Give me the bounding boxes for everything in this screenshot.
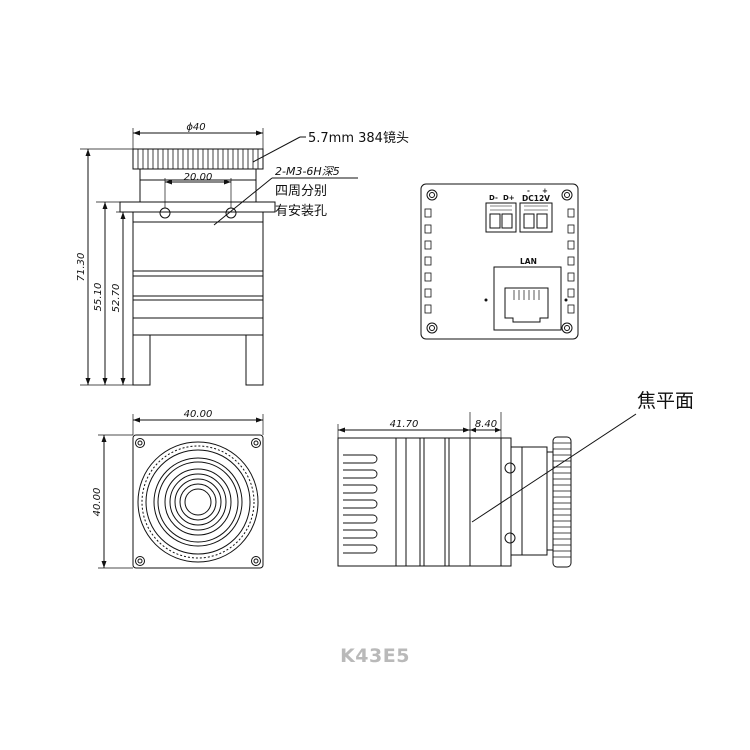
terminal-detail [524,205,548,211]
side-mount-hole [504,462,516,474]
pin-label-d-plus: D+ [503,194,515,202]
data-terminal-block [485,202,517,233]
dim-front-height: 40.00 [92,488,103,517]
hole-note-line1: 四周分别 [275,184,327,199]
dim-arrows [165,179,231,185]
leader-line-lens [252,136,301,163]
side-fins-right [567,208,575,314]
top-flange [119,201,276,213]
terminal-slot [536,213,548,229]
side-mount-hole [504,532,516,544]
lens-ring [169,473,227,531]
panel-hole-right [564,298,568,302]
dim-total-height: 71.30 [76,253,87,282]
housing-leg-left [132,334,151,386]
mount-hole-left [159,207,171,219]
mount-hole-right [225,207,237,219]
lan-port-housing [493,266,562,331]
terminal-slot [501,213,513,229]
lens-glass [184,488,212,516]
side-lens-barrel [510,446,548,556]
rj45-contacts [513,290,540,300]
leader-line-thread [213,177,273,226]
rear-panel-view: D- D+ - + DC12V LAN [420,183,579,340]
rear-fin-block [337,437,397,567]
leader-line-focal-plane [471,413,637,523]
pin-label-d-minus: D- [489,194,498,202]
lens-knurl-teeth [141,445,255,559]
side-knurl-ring [552,436,572,568]
lens-ring [174,478,222,526]
dim-body-height: 55.10 [93,283,104,312]
pin-label-minus: - [527,187,530,195]
lens-spec-note: 5.7mm 384镜头 [308,131,409,146]
lens-ring [164,468,232,536]
dim-front-width: 40.00 [184,409,213,420]
focal-plane-label: 焦平面 [637,390,694,412]
dim-housing-height: 52.70 [111,284,122,313]
thread-spec-note: 2-M3-6H深5 [275,165,340,178]
front-view: 40.00 40.00 [92,409,264,569]
lateral-view: 41.70 8.40 焦平面 [337,390,694,568]
hole-note-line2: 有安装孔 [275,204,327,219]
dim-side-length: 41.70 [390,419,419,430]
lens-knurl-outer [137,441,259,563]
front-corner-screws [135,438,261,566]
terminal-slot [523,213,535,229]
dim-hole-spacing: 20.00 [184,172,213,183]
lens-ring [145,449,251,555]
model-name: K43E5 [340,645,410,667]
cooling-fins [343,454,378,554]
side-knurl-pattern [553,442,571,558]
lens-ring [179,483,217,521]
dim-focal-offset: 8.40 [475,419,497,430]
side-elevation-view: ϕ40 20.00 71.30 55.10 52.70 5.7mm 384镜头 … [76,122,409,386]
pin-label-plus: + [542,187,548,195]
terminal-slot [489,213,501,229]
lan-label: LAN [520,257,537,266]
side-fins-left [424,208,432,314]
power-terminal-block [519,202,553,233]
camera-housing [132,211,264,336]
housing-leg-right [245,334,264,386]
lens-ring [153,457,243,547]
dim-lens-diameter: ϕ40 [186,122,205,133]
corner-screws [426,189,573,334]
power-label: DC12V [522,194,550,203]
rear-panel-outline [420,183,579,340]
front-outline [132,434,264,569]
panel-hole-left [484,298,488,302]
rj45-socket [504,287,549,323]
knurl-pattern [137,149,259,169]
terminal-detail [490,205,512,211]
lens-ring [157,461,239,543]
